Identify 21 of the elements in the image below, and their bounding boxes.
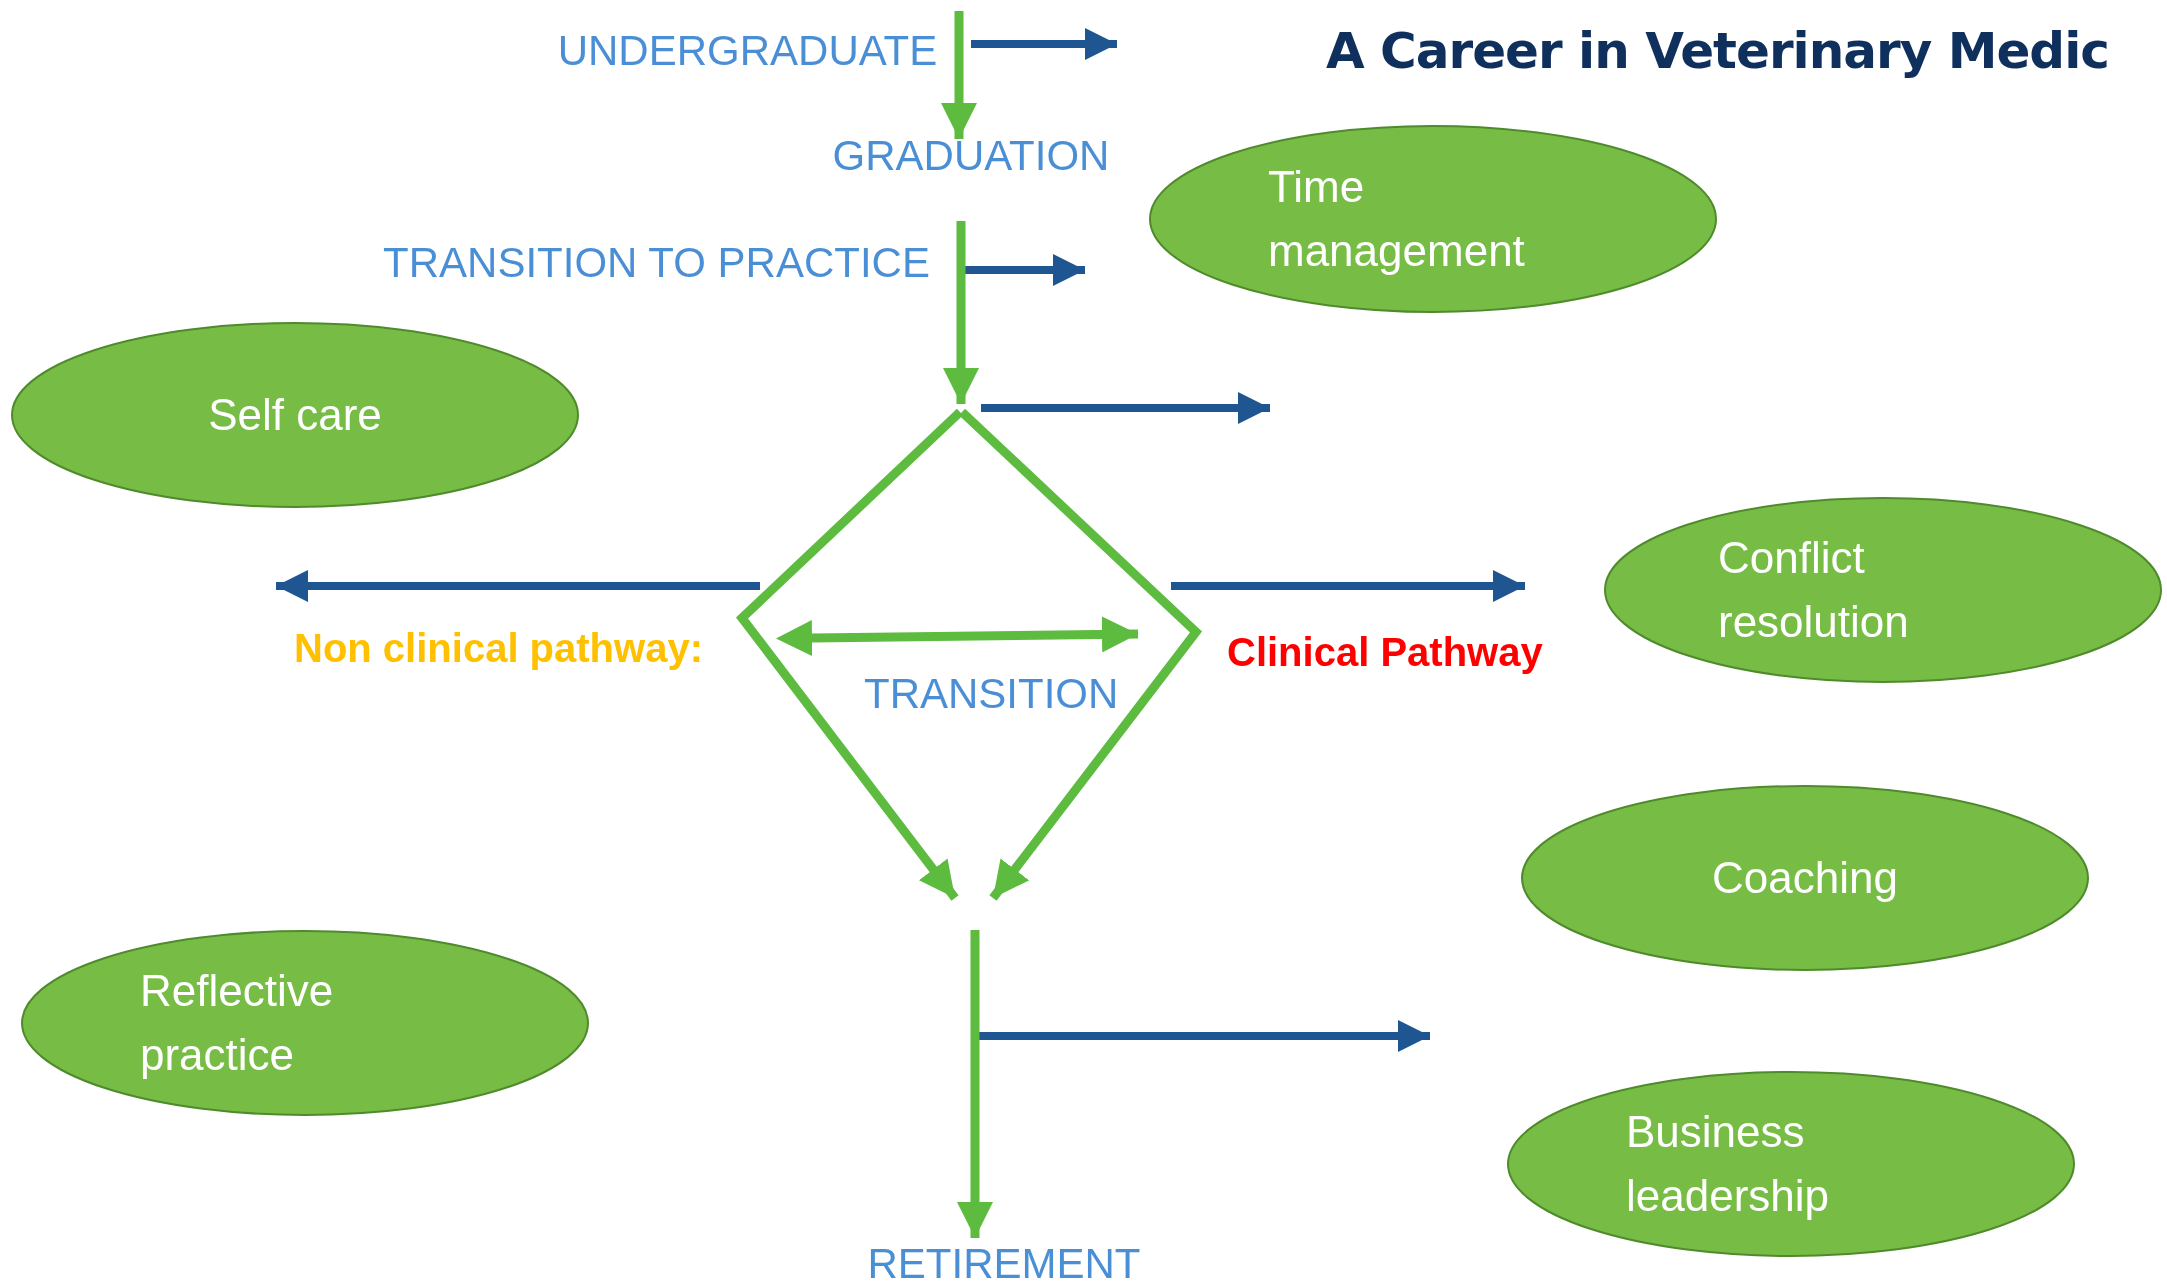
arrow xyxy=(943,221,979,404)
skill-text: Coaching xyxy=(1712,852,1898,905)
skill-text: Time management xyxy=(1268,161,1526,277)
skill-text: Self care xyxy=(208,389,382,442)
skill-ellipse xyxy=(20,929,590,1117)
skill-text: Reflective practice xyxy=(140,965,335,1081)
skill-ellipse xyxy=(1506,1070,2076,1258)
skill-ellipse xyxy=(1520,784,2090,972)
stage-label: UNDERGRADUATE xyxy=(540,11,955,91)
arrow xyxy=(941,11,977,139)
stage-label: RETIREMENT xyxy=(860,1240,1148,1285)
stage-label: GRADUATION xyxy=(826,141,1116,171)
skill-ellipse xyxy=(1148,124,1718,314)
stage-label: TRANSITION TO PRACTICE xyxy=(358,221,955,305)
diagram-title: A Career in Veterinary Medic xyxy=(1326,22,2109,80)
skill-text: Business leadership xyxy=(1626,1106,1831,1222)
stage-label: TRANSITION xyxy=(864,670,1119,718)
skill-ellipse xyxy=(10,321,580,509)
arrow xyxy=(957,930,993,1238)
skill-text: Conflict resolution xyxy=(1718,532,1910,648)
skill-ellipse xyxy=(1603,496,2163,684)
